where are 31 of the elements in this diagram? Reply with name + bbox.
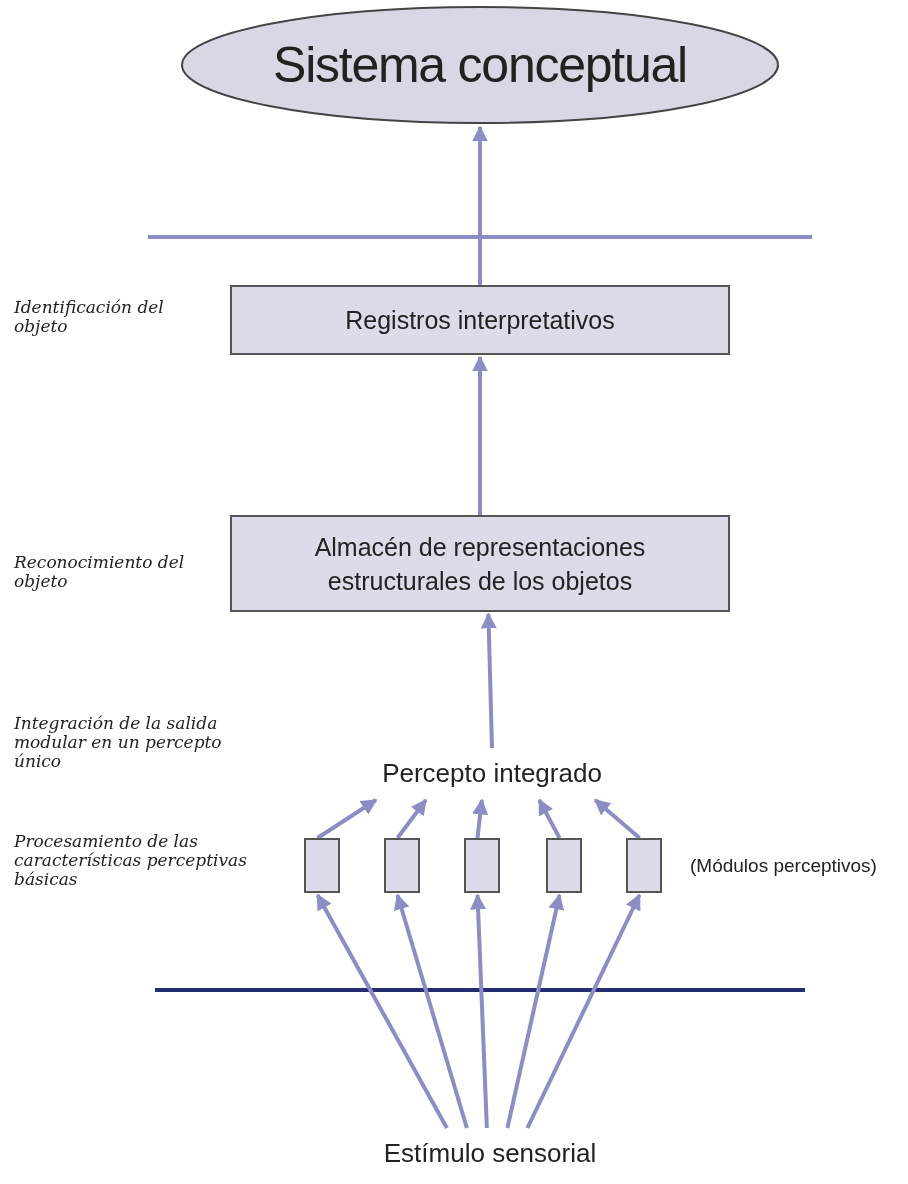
arrow [593,798,641,840]
arrow [472,798,489,839]
stage-label: Identificación del objeto [14,298,165,336]
process-box [230,285,730,355]
process-box [464,838,500,893]
ellipse-outline [181,6,779,124]
stage-label: Integración de la salida modular en un percepto único [14,714,223,771]
arrow [316,798,378,840]
process-box [384,838,420,893]
process-box [304,838,340,893]
box-text: Almacén de representaciones estructurales de los objetos [313,531,647,597]
node-label: Percepto integrado [382,756,602,790]
arrow [525,893,642,1129]
arrow [505,893,565,1129]
side-note: (Módulos perceptivos) [690,854,878,878]
process-box [230,515,730,612]
arrow [395,798,428,840]
arrow [480,612,497,749]
stage-label: Reconocimiento del objeto [14,553,186,591]
stage-label: Procesamiento de las características perceptivas básicas [14,832,248,889]
arrow [393,893,469,1129]
arrow [470,893,489,1129]
arrow [472,355,488,515]
arrow [315,893,449,1129]
node-label: Estímulo sensorial [383,1136,597,1170]
arrow [537,798,562,839]
box-text: Registros interpretativos [345,305,615,336]
process-box [626,838,662,893]
node-label: Sistema conceptual [273,35,687,95]
process-box [546,838,582,893]
arrow [472,125,488,285]
